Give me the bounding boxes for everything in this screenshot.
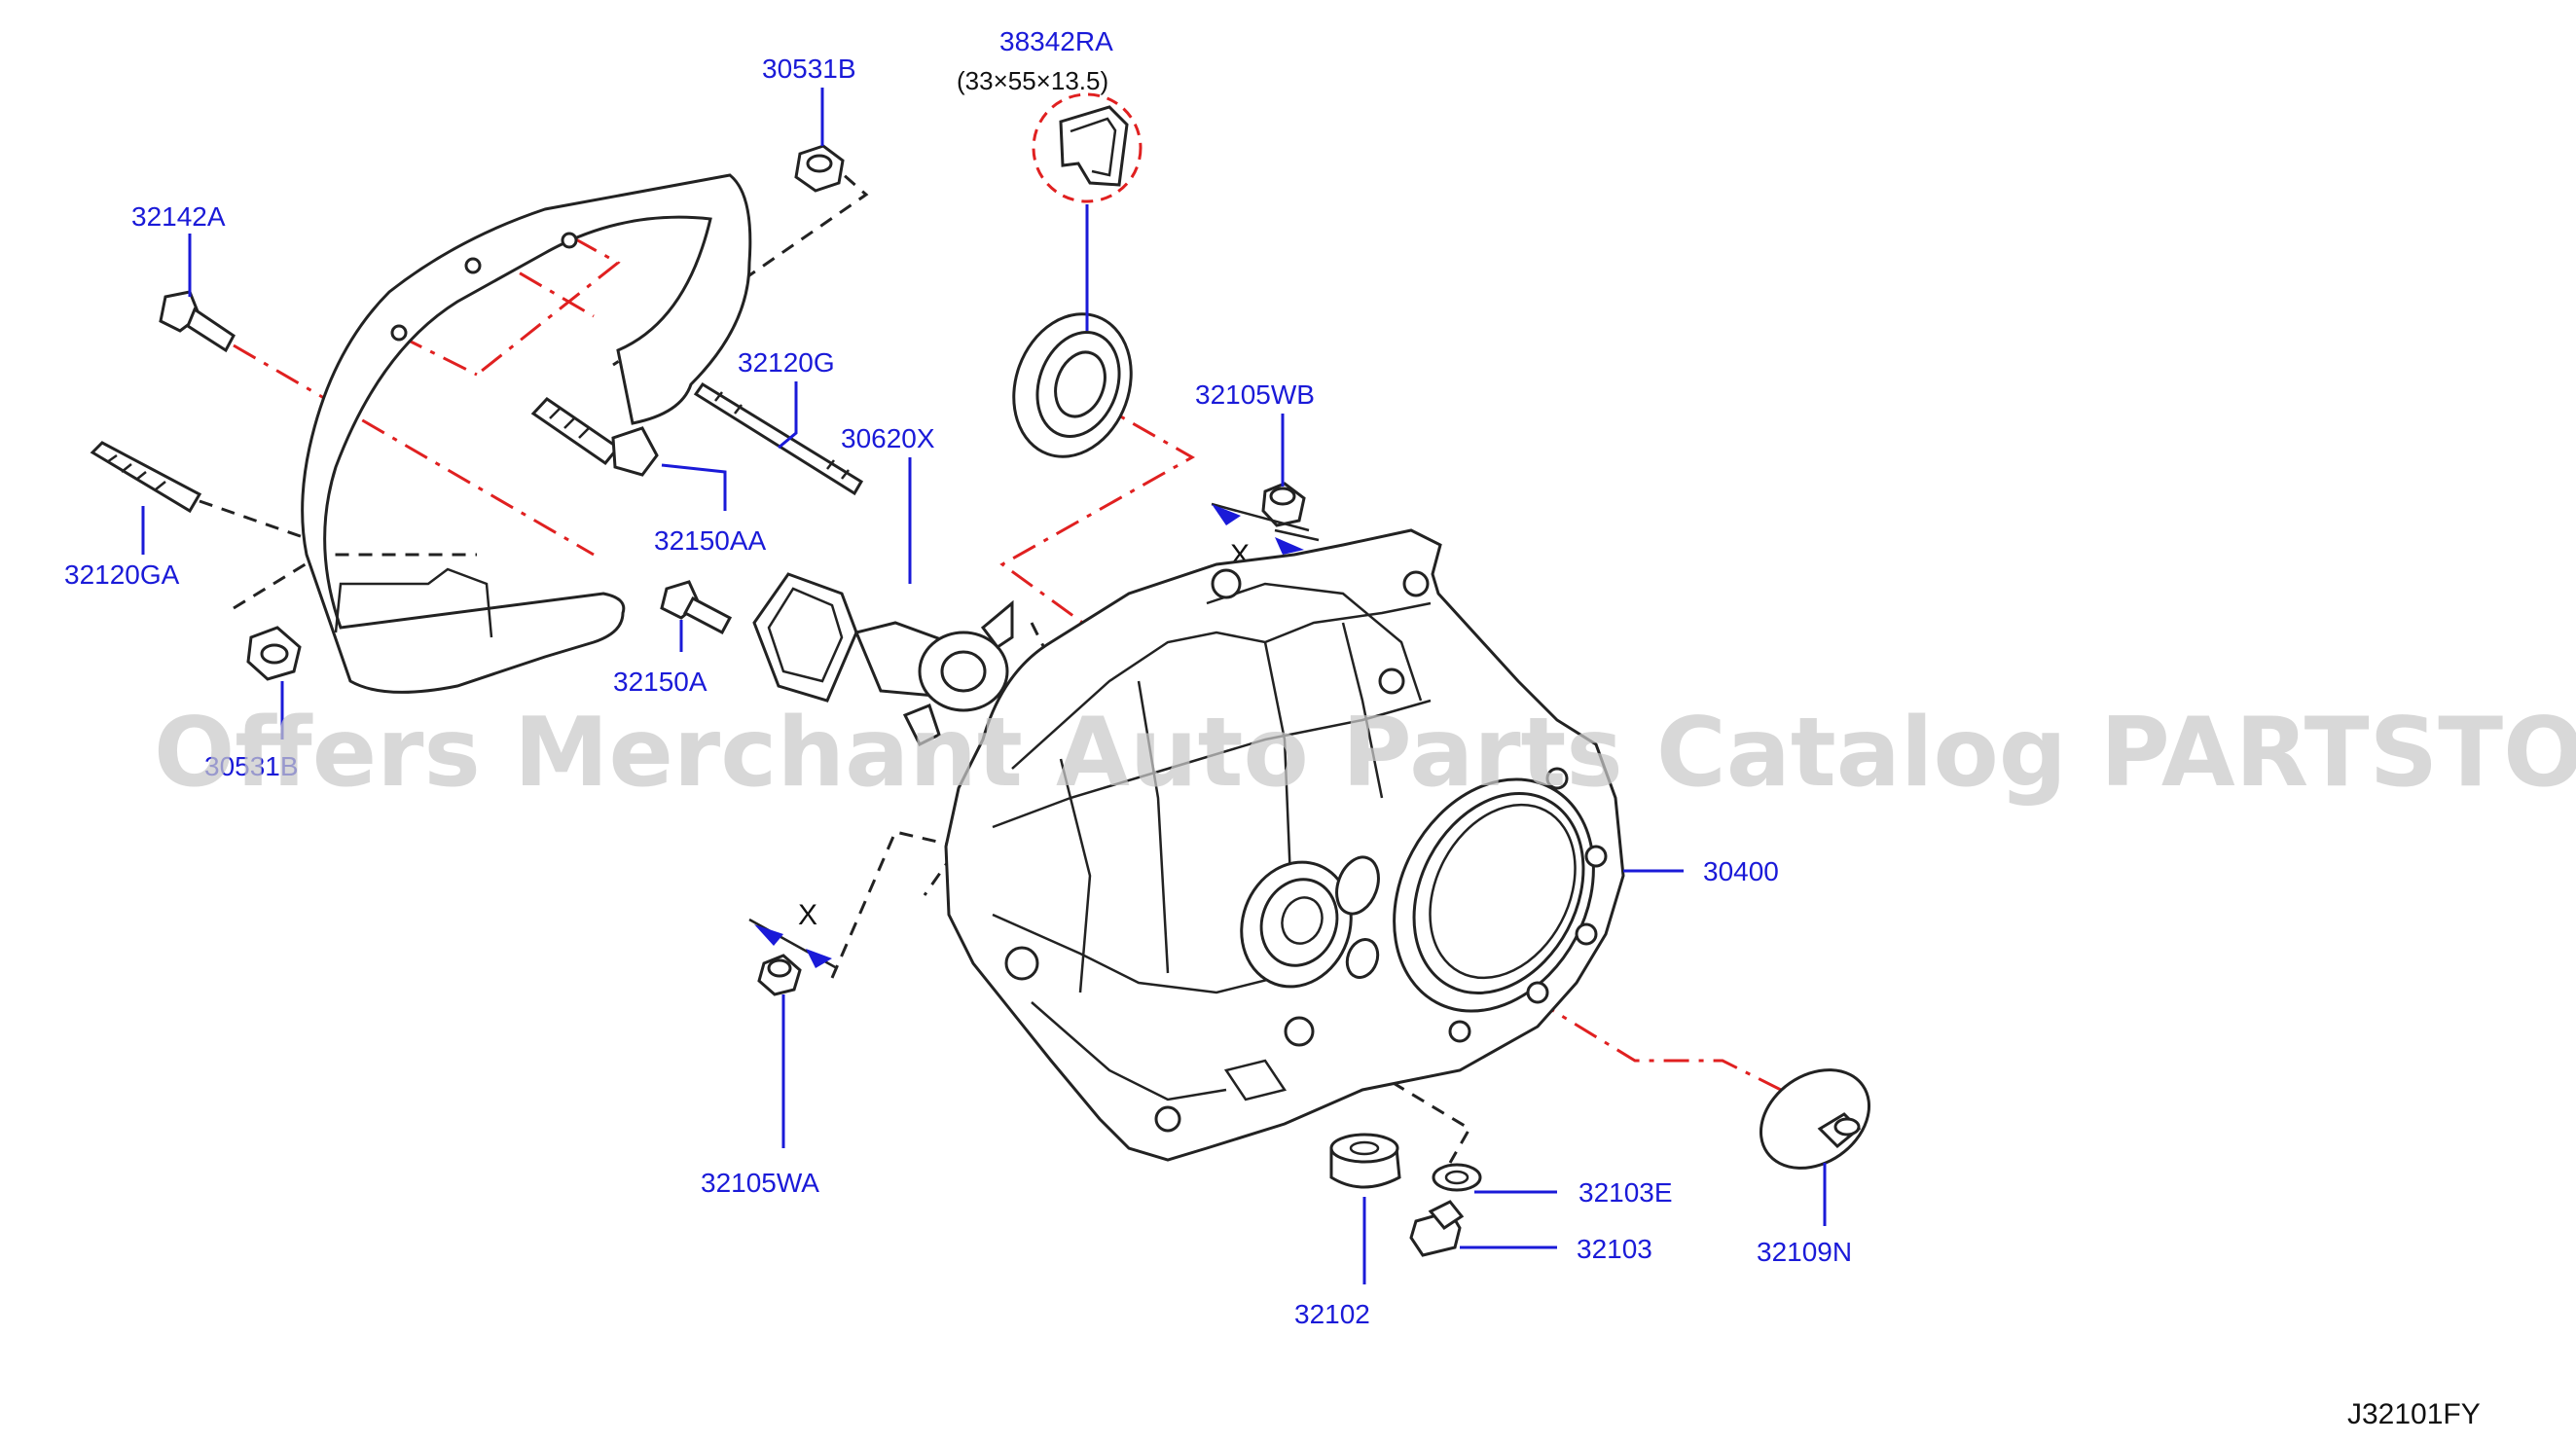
watermark: Offers Merchant Auto Parts Catalog PARTS… bbox=[154, 698, 2576, 809]
centerlines bbox=[233, 236, 1792, 1097]
bolt-32150aa bbox=[530, 397, 659, 477]
part-label: 30531B bbox=[762, 54, 856, 84]
part-label: 30400 bbox=[1703, 856, 1779, 886]
nut-30531b-top bbox=[794, 144, 845, 193]
part-label: 32150AA bbox=[654, 525, 767, 556]
diagram-code: J32101FY bbox=[2347, 1398, 2481, 1430]
part-label: 32103E bbox=[1578, 1177, 1673, 1208]
part-labels: 30531B 38342RA (33×55×13.5) 32142A 32120… bbox=[64, 26, 1852, 1329]
bolt-32142a bbox=[159, 290, 236, 353]
pin-32105wa: X bbox=[748, 899, 838, 996]
leader-lines bbox=[141, 88, 1827, 1284]
stud-32120g bbox=[693, 381, 864, 496]
stud-32120ga bbox=[90, 441, 202, 514]
cover-plate bbox=[301, 173, 752, 694]
part-label: 32109N bbox=[1757, 1237, 1852, 1267]
filter-32102 bbox=[1329, 1133, 1401, 1189]
transaxle-case-30400 bbox=[944, 528, 1625, 1162]
part-label: 32142A bbox=[131, 201, 226, 232]
part-label: 32150A bbox=[613, 667, 707, 697]
dimension-mark-x: X bbox=[798, 899, 817, 931]
part-label: 32120G bbox=[738, 347, 835, 378]
part-label: 30531B bbox=[204, 751, 299, 781]
part-label: 32120GA bbox=[64, 560, 180, 590]
part-label: 32102 bbox=[1294, 1299, 1370, 1329]
part-label: 30620X bbox=[841, 423, 935, 453]
nut-30531b-bottom bbox=[246, 626, 302, 681]
part-label: 32105WA bbox=[701, 1168, 819, 1198]
part-label: 32103 bbox=[1577, 1234, 1652, 1264]
seal-size-label: (33×55×13.5) bbox=[957, 66, 1108, 95]
cap-32109n bbox=[1759, 1068, 1871, 1170]
seal-38342ra bbox=[1012, 92, 1143, 458]
part-label: 38342RA bbox=[999, 26, 1113, 56]
bolt-32150a bbox=[660, 580, 733, 635]
drain-plug-32103 bbox=[1409, 1163, 1482, 1257]
release-bearing-30620x bbox=[752, 572, 1014, 747]
part-label: 32105WB bbox=[1195, 379, 1315, 410]
